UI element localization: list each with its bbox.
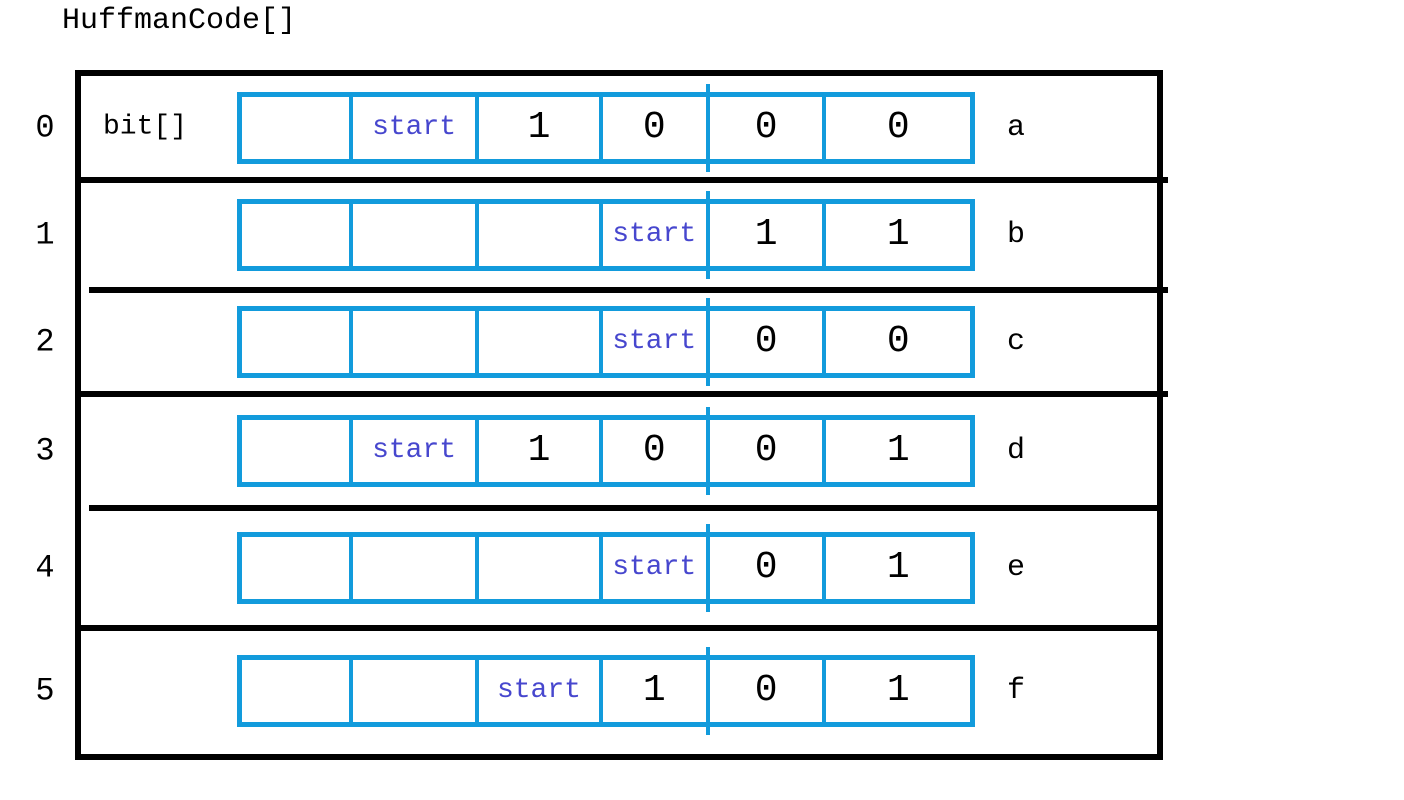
bit-cell	[475, 537, 598, 599]
array-row-2: 2 start 0 0 c	[35, 290, 1168, 397]
row-index: 4	[35, 549, 55, 587]
bit-cell: 1	[822, 537, 970, 599]
bit-array-box: start 0 1	[237, 524, 975, 612]
bit-cell: start	[598, 311, 706, 373]
bit-cell: start	[348, 97, 475, 159]
bit-cell	[242, 660, 349, 722]
symbol-label: a	[1007, 111, 1026, 145]
bit-cell: 0	[822, 97, 970, 159]
bit-cell	[242, 204, 349, 266]
bit-cell: 0	[705, 84, 823, 172]
row-index: 1	[35, 216, 55, 254]
bit-cell	[348, 537, 475, 599]
bit-array-box: start 1 0 1	[237, 647, 975, 735]
bit-cell: 1	[475, 97, 598, 159]
array-row-3: 3 start 1 0 0 1 d	[35, 394, 1157, 511]
bit-cell	[242, 420, 349, 482]
symbol-label: d	[1007, 434, 1026, 468]
diagram-title: HuffmanCode[]	[62, 4, 297, 38]
bit-cell: 0	[598, 97, 706, 159]
bit-cell: 0	[705, 524, 823, 612]
array-row-1: 1 start 1 1 b	[35, 180, 1168, 293]
bit-cell: start	[598, 537, 706, 599]
bit-cell	[242, 97, 349, 159]
bit-cell: 0	[705, 407, 823, 495]
bit-cell: 1	[822, 660, 970, 722]
bit-cell: 0	[822, 311, 970, 373]
symbol-label: e	[1007, 551, 1026, 585]
bit-array-box: start 1 1	[237, 191, 975, 279]
bit-cell	[348, 660, 475, 722]
array-row-5: 5 start 1 0 1 f	[35, 628, 1157, 754]
bit-array-box: start 0 0	[237, 298, 975, 386]
bit-cell: 1	[475, 420, 598, 482]
bit-array-label: bit[]	[103, 111, 188, 143]
symbol-label: b	[1007, 218, 1026, 252]
symbol-label: c	[1007, 325, 1026, 359]
bit-cell: 1	[705, 191, 823, 279]
array-row-0: 0 bit[] start 1 0 0 0 a	[35, 76, 1168, 183]
bit-cell: start	[348, 420, 475, 482]
bit-cell: 1	[598, 660, 706, 722]
bit-cell	[242, 537, 349, 599]
row-index: 0	[35, 109, 55, 147]
bit-cell: 0	[598, 420, 706, 482]
bit-array-box: start 1 0 0 1	[237, 407, 975, 495]
row-index: 3	[35, 432, 55, 470]
row-index: 2	[35, 323, 55, 361]
bit-cell: 0	[705, 298, 823, 386]
huffman-array-table: 0 bit[] start 1 0 0 0 a 1 start 1 1 b	[35, 70, 1168, 760]
bit-array-box: start 1 0 0 0	[237, 84, 975, 172]
bit-cell	[475, 311, 598, 373]
bit-cell	[348, 204, 475, 266]
bit-cell: 1	[822, 204, 970, 266]
bit-cell: start	[598, 204, 706, 266]
row-index: 5	[35, 672, 55, 710]
bit-cell	[348, 311, 475, 373]
symbol-label: f	[1007, 674, 1026, 708]
bit-cell: 0	[705, 647, 823, 735]
bit-cell: 1	[822, 420, 970, 482]
array-row-4: 4 start 0 1 e	[35, 508, 1157, 631]
bit-cell	[475, 204, 598, 266]
bit-cell: start	[475, 660, 598, 722]
bit-cell	[242, 311, 349, 373]
